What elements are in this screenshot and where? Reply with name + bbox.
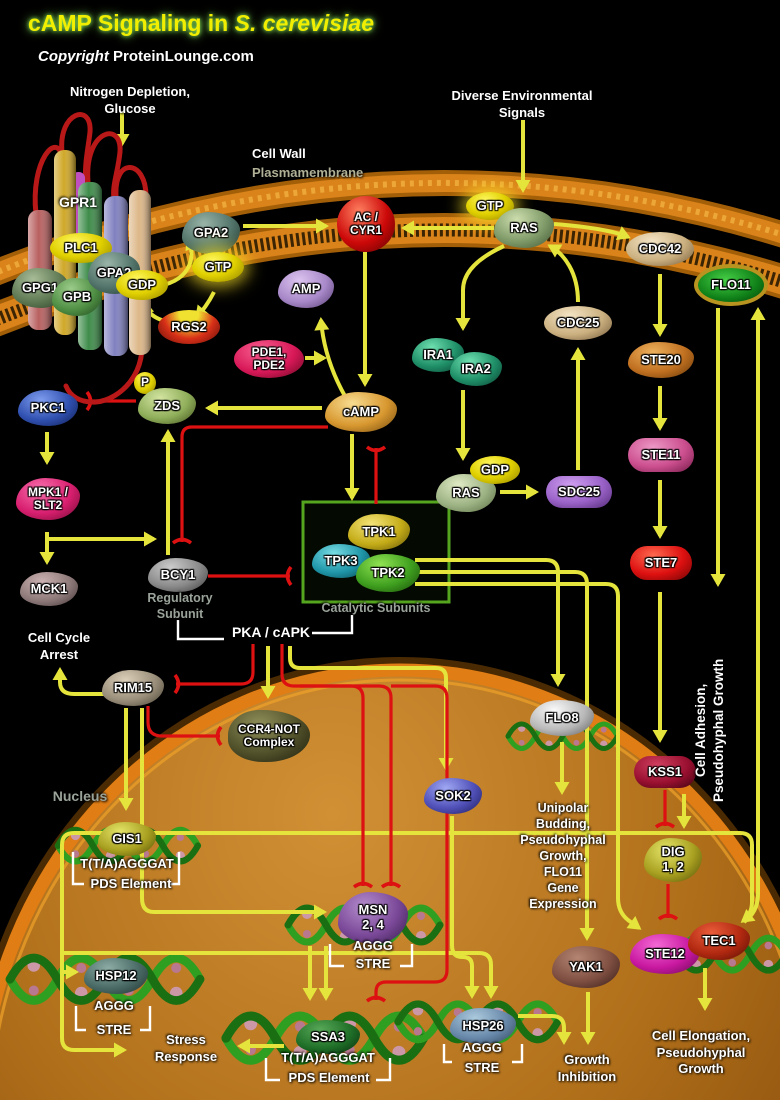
stre-label-hsp12: STRE [96,1022,132,1037]
node-gdp-gpa2[interactable]: GDP [116,270,168,300]
copyright-brand: ProteinLounge.com [113,48,254,65]
node-gis1[interactable]: GIS1 [98,822,156,856]
nitrogen-depletion-label: Nitrogen Depletion, Glucose [70,84,190,116]
cell-adhesion-label: Cell Adhesion, Pseudohyphal Growth [693,658,727,802]
unipolar-budding-label: Unipolar Budding, Pseudohyphal Growth, F… [520,801,606,911]
node-phosphate[interactable]: P [134,372,156,394]
plasmamembrane-label: Plasmamembrane [252,165,364,180]
node-rim15[interactable]: RIM15 [102,670,164,706]
node-sdc25[interactable]: SDC25 [546,476,612,508]
regulatory-subunit-label: Regulatory Subunit [147,591,213,621]
stre-sequence-msn: AGGG [353,938,393,953]
node-ac-cyr1[interactable]: AC / CYR1 [337,196,395,252]
node-ccr4-not[interactable]: CCR4-NOT Complex [228,710,310,762]
node-ssa3[interactable]: SSA3 [296,1020,360,1054]
pds-element-gis1: PDS Element [90,876,172,891]
cell-wall-label: Cell Wall [252,146,306,161]
stre-sequence-hsp26: AGGG [462,1040,502,1055]
node-kss1[interactable]: KSS1 [634,756,696,788]
node-ira2[interactable]: IRA2 [450,352,502,386]
stre-label-msn: STRE [355,956,391,971]
node-bcy1[interactable]: BCY1 [148,558,208,592]
node-cdc42[interactable]: CDC42 [626,232,694,266]
cell-cycle-arrest-label: Cell Cycle Arrest [27,630,91,662]
title-species: S. cerevisiae [234,10,375,36]
stress-response-label: Stress Response [154,1032,218,1064]
node-pkc1[interactable]: PKC1 [18,390,78,426]
node-camp[interactable]: cAMP [325,392,397,432]
node-dig12[interactable]: DIG 1, 2 [644,838,702,882]
gpr1-label: GPR1 [58,194,98,210]
node-cdc25[interactable]: CDC25 [544,306,612,340]
pds-sequence-ssa3: T(T/A)AGGGAT [281,1050,375,1065]
pds-element-ssa3: PDS Element [288,1070,370,1085]
node-tpk2[interactable]: TPK2 [356,554,420,592]
node-tpk1[interactable]: TPK1 [348,514,410,550]
label-brackets [71,615,524,1082]
node-tec1[interactable]: TEC1 [688,922,750,960]
pka-capk-label: PKA / cAPK [231,624,311,640]
node-hsp26[interactable]: HSP26 [450,1008,516,1044]
node-ras-gdp[interactable]: RAS [436,474,496,512]
node-gdp-ras[interactable]: GDP [470,456,520,484]
node-ste20[interactable]: STE20 [628,342,694,378]
copyright: Copyright ProteinLounge.com [38,48,254,65]
cell-elongation-label: Cell Elongation, Pseudohyphal Growth [651,1028,751,1077]
cell-wall-band [0,169,780,286]
node-mck1[interactable]: MCK1 [20,572,78,606]
pds-sequence-gis1: T(T/A)AGGGAT [80,856,174,871]
node-pde1-pde2[interactable]: PDE1, PDE2 [234,340,304,378]
node-yak1[interactable]: YAK1 [552,946,620,988]
node-amp[interactable]: AMP [278,270,334,308]
node-mpk1-slt2[interactable]: MPK1 / SLT2 [16,478,80,520]
node-ste7[interactable]: STE7 [630,546,692,580]
nucleus-label: Nucleus [52,788,108,804]
receptor-loops-icon [32,112,149,405]
page-title: cAMP Signaling in S. cerevisiae [28,10,374,37]
copyright-word: Copyright [38,48,113,65]
node-flo11[interactable]: FLO11 [694,264,768,306]
node-zds[interactable]: ZDS [138,388,196,424]
diverse-signals-label: Diverse Environmental Signals [451,88,593,120]
inhibition-lines [85,390,679,1003]
node-gtp-ras[interactable]: GTP [466,192,514,220]
node-ste11[interactable]: STE11 [628,438,694,472]
catalytic-subunits-label: Catalytic Subunits [321,601,431,615]
stre-label-hsp26: STRE [464,1060,500,1075]
stre-sequence-hsp12: AGGG [94,998,134,1013]
node-hsp12[interactable]: HSP12 [84,958,148,994]
growth-inhibition-label: Growth Inhibition [557,1052,617,1084]
node-gtp-gpa2[interactable]: GTP [192,252,244,282]
node-flo8[interactable]: FLO8 [530,700,594,736]
node-rgs2[interactable]: RGS2 [158,310,220,344]
node-msn24[interactable]: MSN 2, 4 [338,892,408,944]
node-ras-gtp[interactable]: RAS [494,208,554,248]
title-text: cAMP Signaling in [28,10,235,36]
node-sok2[interactable]: SOK2 [424,778,482,814]
activation-arrows [39,112,766,1058]
